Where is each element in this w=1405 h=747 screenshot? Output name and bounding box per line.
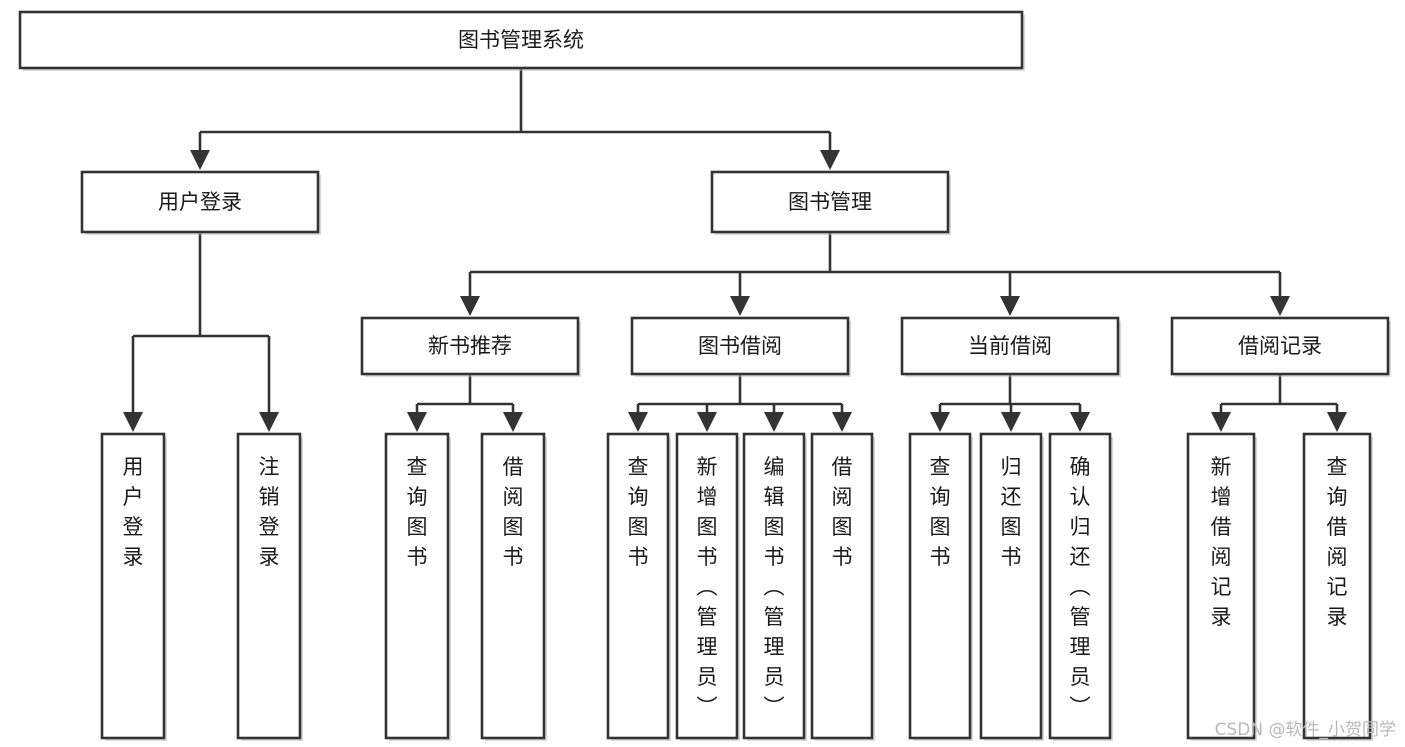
node-leaf_5[interactable]: 新增图书︵管理员︶ (675, 432, 740, 741)
node-label: 归还图书 (1001, 455, 1022, 569)
node-leaf_1[interactable]: 注销登录 (236, 432, 303, 741)
node-rect[interactable] (675, 432, 739, 740)
connector-layer (123, 68, 1347, 432)
csdn-watermark: CSDN @软件_小贺同学 (1215, 720, 1396, 740)
node-label: 确认归还︵管理员︶ (1070, 455, 1091, 719)
node-rect[interactable] (18, 10, 1024, 70)
node-rect[interactable] (1186, 432, 1256, 740)
node-leaf_4[interactable]: 查询图书 (606, 432, 671, 741)
node-label: 新增图书︵管理员︶ (697, 455, 718, 719)
node-rect[interactable] (1302, 432, 1372, 740)
node-leaf_8[interactable]: 查询图书 (908, 432, 973, 741)
arrow-head-icon (1000, 296, 1020, 316)
node-label: 查询图书 (407, 455, 428, 569)
node-rect[interactable] (606, 432, 670, 740)
node-leaf_0[interactable]: 用户登录 (100, 432, 167, 741)
node-leaf_2[interactable]: 查询图书 (384, 432, 451, 741)
arrow-head-icon (1001, 412, 1021, 432)
node-l2_3[interactable]: 借阅记录 (1170, 316, 1391, 377)
node-label: 当前借阅 (968, 334, 1052, 358)
arrow-head-icon (628, 412, 648, 432)
node-leaf_10[interactable]: 确认归还︵管理员︶ (1048, 432, 1113, 741)
arrow-head-icon (1327, 412, 1347, 432)
node-rect[interactable] (80, 170, 320, 234)
node-l2_2[interactable]: 当前借阅 (900, 316, 1121, 377)
node-leaf_7[interactable]: 借阅图书 (810, 432, 875, 741)
node-layer: 图书管理系统用户登录图书管理新书推荐图书借阅当前借阅借阅记录用户登录注销登录查询… (18, 10, 1391, 741)
arrow-head-icon (190, 150, 210, 170)
node-label: 用户登录 (123, 455, 144, 569)
node-label: 借阅记录 (1238, 334, 1322, 358)
node-label: 查询图书 (930, 455, 951, 569)
arrow-head-icon (1211, 412, 1231, 432)
node-rect[interactable] (710, 170, 950, 234)
node-label: 编辑图书︵管理员︶ (764, 455, 785, 719)
arrow-head-icon (930, 412, 950, 432)
arrow-head-icon (730, 296, 750, 316)
node-leaf_6[interactable]: 编辑图书︵管理员︶ (742, 432, 807, 741)
node-l1_0[interactable]: 用户登录 (80, 170, 321, 235)
arrow-head-icon (832, 412, 852, 432)
arrow-head-icon (123, 412, 143, 432)
node-label: 查询借阅记录 (1327, 455, 1348, 629)
node-rect[interactable] (630, 316, 850, 376)
node-leaf_12[interactable]: 查询借阅记录 (1302, 432, 1373, 741)
node-rect[interactable] (979, 432, 1043, 740)
node-rect[interactable] (236, 432, 302, 740)
node-leaf_9[interactable]: 归还图书 (979, 432, 1044, 741)
arrow-head-icon (764, 412, 784, 432)
arrow-head-icon (820, 150, 840, 170)
arrow-head-icon (697, 412, 717, 432)
node-leaf_3[interactable]: 借阅图书 (480, 432, 547, 741)
node-l2_0[interactable]: 新书推荐 (360, 316, 581, 377)
node-label: 图书管理系统 (458, 28, 584, 52)
node-l2_1[interactable]: 图书借阅 (630, 316, 851, 377)
arrow-head-icon (1070, 412, 1090, 432)
node-rect[interactable] (908, 432, 972, 740)
node-l1_1[interactable]: 图书管理 (710, 170, 951, 235)
arrow-head-icon (460, 296, 480, 316)
node-label: 注销登录 (259, 455, 280, 569)
node-rect[interactable] (384, 432, 450, 740)
arrow-head-icon (259, 412, 279, 432)
node-label: 借阅图书 (832, 455, 853, 569)
node-label: 新书推荐 (428, 334, 512, 358)
node-label: 用户登录 (158, 190, 242, 214)
node-rect[interactable] (1170, 316, 1390, 376)
node-rect[interactable] (1048, 432, 1112, 740)
node-label: 查询图书 (628, 455, 649, 569)
node-rect[interactable] (480, 432, 546, 740)
node-label: 图书借阅 (698, 334, 782, 358)
arrow-head-icon (407, 412, 427, 432)
node-rect[interactable] (900, 316, 1120, 376)
node-root[interactable]: 图书管理系统 (18, 10, 1025, 71)
node-label: 新增借阅记录 (1211, 455, 1232, 629)
node-label: 图书管理 (788, 190, 872, 214)
node-label: 借阅图书 (503, 455, 524, 569)
arrow-head-icon (1270, 296, 1290, 316)
node-rect[interactable] (100, 432, 166, 740)
node-leaf_11[interactable]: 新增借阅记录 (1186, 432, 1257, 741)
node-rect[interactable] (742, 432, 806, 740)
node-rect[interactable] (360, 316, 580, 376)
node-rect[interactable] (810, 432, 874, 740)
arrow-head-icon (503, 412, 523, 432)
